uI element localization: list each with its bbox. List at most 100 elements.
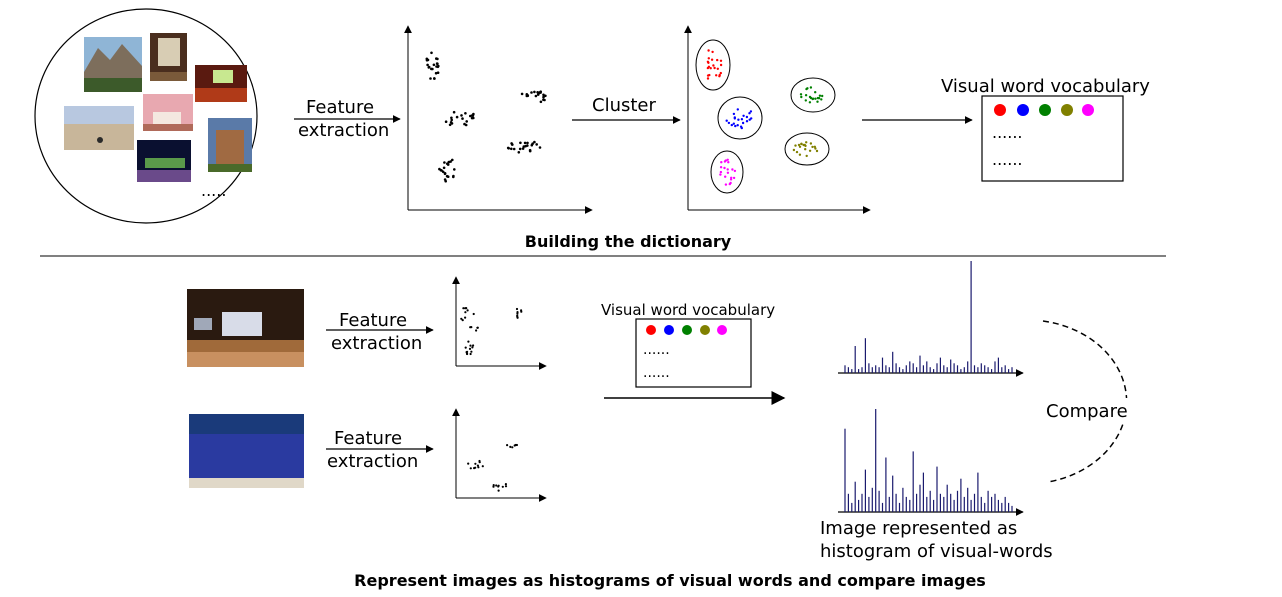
- histogram-bottom: [838, 409, 1024, 516]
- feature-point: [728, 182, 731, 186]
- feature-point: [713, 66, 716, 70]
- feature-point: [466, 309, 469, 312]
- feature-point: [474, 462, 477, 465]
- feature-point: [723, 166, 726, 170]
- feature-point: [460, 114, 463, 117]
- feature-point: [446, 162, 449, 165]
- feature-point: [470, 350, 473, 353]
- feature-point: [466, 352, 469, 356]
- feature-point: [462, 307, 465, 310]
- feature-point: [712, 64, 715, 67]
- feature-point: [430, 67, 433, 71]
- feature-point: [443, 161, 446, 164]
- feature-point: [451, 158, 454, 162]
- feature-point: [468, 347, 472, 350]
- vocabulary-word-swatches: [994, 104, 1094, 116]
- feature-points-2: [467, 443, 519, 492]
- feature-point: [800, 142, 803, 146]
- feature-point: [427, 65, 431, 69]
- feature-point: [455, 115, 459, 119]
- feature-point: [792, 148, 796, 152]
- feature-point: [430, 51, 433, 55]
- feature-point: [469, 344, 472, 347]
- feature-point: [497, 489, 500, 492]
- thumbnail-auditorium: [195, 65, 247, 102]
- feature-point: [805, 154, 808, 158]
- vocabulary-line1: ......: [992, 123, 1023, 142]
- feature-point: [818, 94, 822, 97]
- feature-label-2-line1: Feature: [334, 428, 402, 449]
- vocabulary-title: Visual word vocabulary: [941, 76, 1150, 97]
- histogram-caption-line1: Image represented as: [820, 518, 1017, 539]
- feature-point: [814, 147, 817, 150]
- feature-point: [708, 73, 711, 77]
- feature-point: [481, 465, 484, 468]
- feature-point: [464, 346, 467, 349]
- thumbnail-building: [208, 118, 252, 172]
- feature-point: [707, 61, 710, 64]
- feature-point: [516, 312, 519, 315]
- feature-point: [461, 319, 464, 322]
- feature-point: [725, 119, 728, 122]
- feature-point: [520, 309, 523, 312]
- feature-point: [476, 464, 479, 467]
- cluster-blue: [717, 96, 763, 140]
- feature-point: [452, 174, 455, 178]
- compare-label: Compare: [1046, 401, 1128, 422]
- feature-point: [460, 317, 463, 320]
- collection-ellipsis: .....: [201, 181, 226, 200]
- feature-point: [443, 178, 447, 181]
- feature-point: [800, 95, 803, 99]
- feature-point: [436, 71, 440, 74]
- feature-plot-2: [452, 408, 547, 502]
- feature-point: [466, 350, 469, 353]
- feature-point: [739, 125, 743, 128]
- feature-point: [733, 169, 737, 173]
- feature-point: [509, 445, 512, 448]
- feature-plot: [404, 25, 593, 214]
- cluster-magenta: [710, 150, 744, 194]
- feature-point: [429, 77, 432, 80]
- word-swatch-magenta: [1082, 104, 1094, 116]
- feature-point: [515, 307, 519, 311]
- feature-point: [465, 120, 469, 123]
- vocabulary-bottom-line2: ......: [643, 365, 670, 381]
- feature-point: [804, 148, 807, 151]
- bottom-section-title: Represent images as histograms of visual…: [354, 571, 986, 590]
- feature-point: [534, 94, 538, 98]
- feature-point: [472, 344, 475, 347]
- feature-point: [506, 444, 509, 447]
- feature-label-1-line1: Feature: [339, 310, 407, 331]
- feature-point: [710, 58, 714, 61]
- feature-point: [748, 112, 751, 115]
- feature-point: [470, 116, 474, 120]
- feature-point: [436, 65, 440, 69]
- query-image-auditorium: [189, 414, 304, 488]
- feature-point: [426, 63, 429, 67]
- feature-point: [719, 59, 723, 62]
- feature-point: [472, 112, 475, 116]
- collection-ellipse: [34, 8, 258, 224]
- word-swatch-magenta: [717, 325, 727, 335]
- feature-point: [467, 462, 470, 465]
- feature-point: [745, 120, 749, 123]
- feature-point: [727, 121, 731, 125]
- vocabulary-bottom-title: Visual word vocabulary: [601, 301, 775, 319]
- feature-point: [724, 159, 727, 162]
- feature-point: [732, 122, 735, 125]
- feature-point: [472, 312, 475, 316]
- cluster-red: [695, 39, 731, 91]
- feature-point: [464, 112, 467, 115]
- feature-point: [465, 307, 468, 310]
- compare-label-bg: [1040, 398, 1140, 424]
- feature-point: [736, 124, 739, 127]
- feature-point: [542, 93, 545, 97]
- cluster-label: Cluster: [592, 95, 656, 116]
- thumbnail-bedroom: [143, 94, 193, 131]
- thumbnail-mountain: [84, 37, 142, 92]
- feature-point: [521, 147, 525, 150]
- feature-point: [706, 77, 710, 80]
- feature-point: [820, 98, 823, 101]
- feature-point: [731, 168, 734, 171]
- feature-point: [433, 77, 436, 80]
